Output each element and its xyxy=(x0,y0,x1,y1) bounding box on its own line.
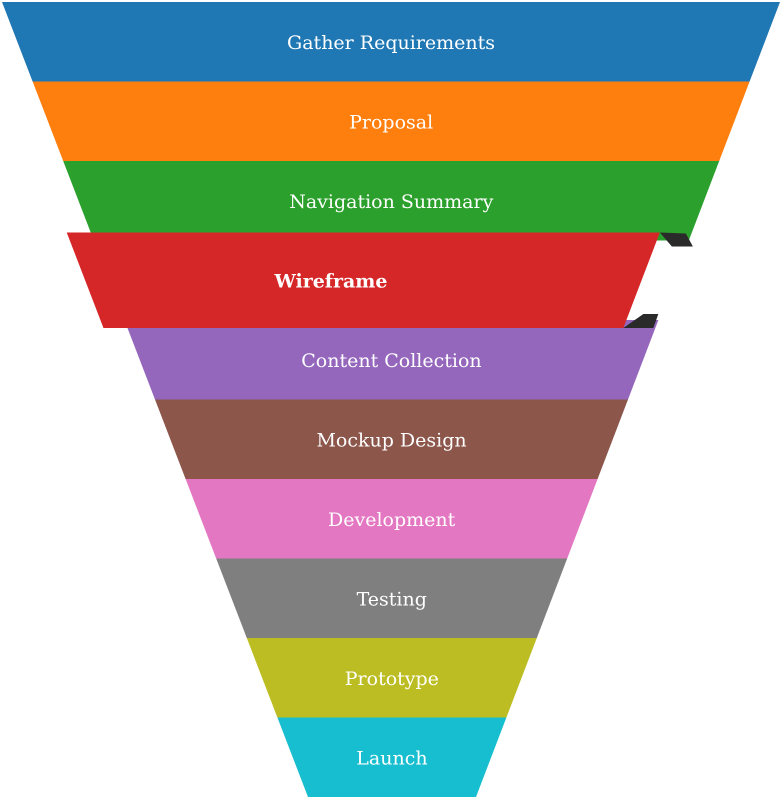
funnel-stage-label-gather-requirements: Gather Requirements xyxy=(287,32,495,54)
funnel-stage-label-wireframe: Wireframe xyxy=(273,270,387,292)
wireframe-fold-shadow-top xyxy=(659,232,693,247)
funnel-stage-label-proposal: Proposal xyxy=(349,111,433,133)
funnel-stage-prototype xyxy=(246,638,537,718)
funnel-stage-gather-requirements xyxy=(2,2,780,82)
funnel-stage-label-navigation-summary: Navigation Summary xyxy=(289,191,493,213)
funnel-stage-launch xyxy=(277,717,507,797)
wireframe-fold-shadow-bottom xyxy=(623,314,659,328)
funnel-stage-label-testing: Testing xyxy=(357,588,427,610)
funnel-stage-development xyxy=(185,479,598,559)
funnel-stage-label-launch: Launch xyxy=(356,747,427,769)
funnel-stage-mockup-design xyxy=(155,399,628,479)
funnel-stage-testing xyxy=(216,558,568,638)
funnel-stage-navigation-summary xyxy=(63,161,720,241)
funnel-stage-content-collection xyxy=(124,320,659,400)
funnel-stage-label-content-collection: Content Collection xyxy=(301,350,481,372)
funnel-stage-label-mockup-design: Mockup Design xyxy=(316,429,466,451)
funnel-stage-proposal xyxy=(32,81,750,161)
funnel-stage-label-prototype: Prototype xyxy=(345,668,439,690)
funnel-stage-label-development: Development xyxy=(328,509,456,531)
funnel-stage-wireframe xyxy=(66,232,660,328)
